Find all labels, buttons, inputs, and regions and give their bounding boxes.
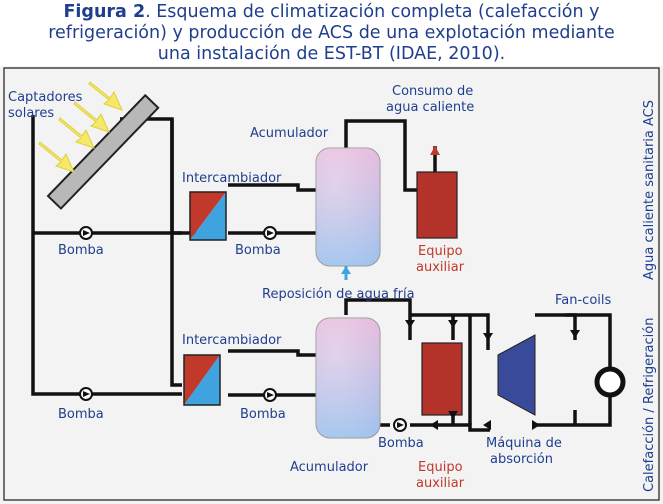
- pump-icons: [79, 226, 407, 432]
- caption-line-2: refrigeración) y producción de ACS de un…: [48, 23, 615, 43]
- accumulator-top-label: Acumulador: [250, 126, 329, 141]
- aux-top-label-1: Equipo: [418, 244, 463, 259]
- figure-caption: Figura 2. Esquema de climatización compl…: [0, 2, 663, 65]
- aux-top-label-2: auxiliar: [416, 260, 465, 275]
- caption-line-1: . Esquema de climatización completa (cal…: [145, 2, 600, 22]
- flow-arrows: [405, 320, 580, 430]
- pump-label-bottom-left: Bomba: [58, 407, 104, 422]
- pump-label-top-mid: Bomba: [235, 243, 281, 258]
- side-label-climate: Calefacción / Refrigeración: [642, 318, 657, 492]
- fan-coils-label: Fan-coils: [555, 293, 612, 308]
- exchanger-bottom: [183, 354, 221, 406]
- side-label-acs: Agua caliente sanitaria ACS: [642, 100, 657, 280]
- exchanger-top-label: Intercambiador: [182, 171, 282, 186]
- exchanger-top: [189, 191, 227, 241]
- hot-water-label-1: Consumo de: [392, 84, 473, 99]
- accumulator-bottom: [315, 317, 381, 439]
- collectors-label-1: Captadores: [8, 90, 83, 105]
- pump-label-top-left: Bomba: [58, 243, 104, 258]
- aux-unit-bottom: [421, 342, 463, 416]
- hot-water-label-2: agua caliente: [386, 100, 474, 115]
- collectors-label-2: solares: [8, 106, 54, 121]
- diagram-border: [3, 67, 660, 501]
- accumulator-top: [315, 147, 381, 267]
- exchanger-bottom-label: Intercambiador: [182, 333, 282, 348]
- absorption-label-2: absorción: [490, 452, 553, 467]
- aux-unit-top: [416, 171, 458, 239]
- hot-water-arrow-icon: [430, 146, 440, 155]
- fan-coil-icon: [594, 366, 626, 398]
- pump-label-bottom-mid: Bomba: [240, 407, 286, 422]
- figure-label: Figura 2: [63, 2, 146, 22]
- caption-line-3: una instalación de EST-BT (IDAE, 2010).: [157, 44, 506, 64]
- pump-label-bottom-right: Bomba: [378, 436, 424, 451]
- aux-bottom-label-2: auxiliar: [416, 476, 465, 491]
- absorption-machine: [497, 334, 536, 416]
- solar-collector: [46, 93, 160, 210]
- absorption-label-1: Máquina de: [486, 436, 562, 451]
- accumulator-bottom-label: Acumulador: [290, 460, 369, 475]
- cold-water-arrow-icon: [341, 266, 351, 280]
- sun-ray-icons: [38, 81, 123, 173]
- aux-bottom-label-1: Equipo: [418, 460, 463, 475]
- cold-water-label: Reposición de agua fría: [262, 287, 415, 302]
